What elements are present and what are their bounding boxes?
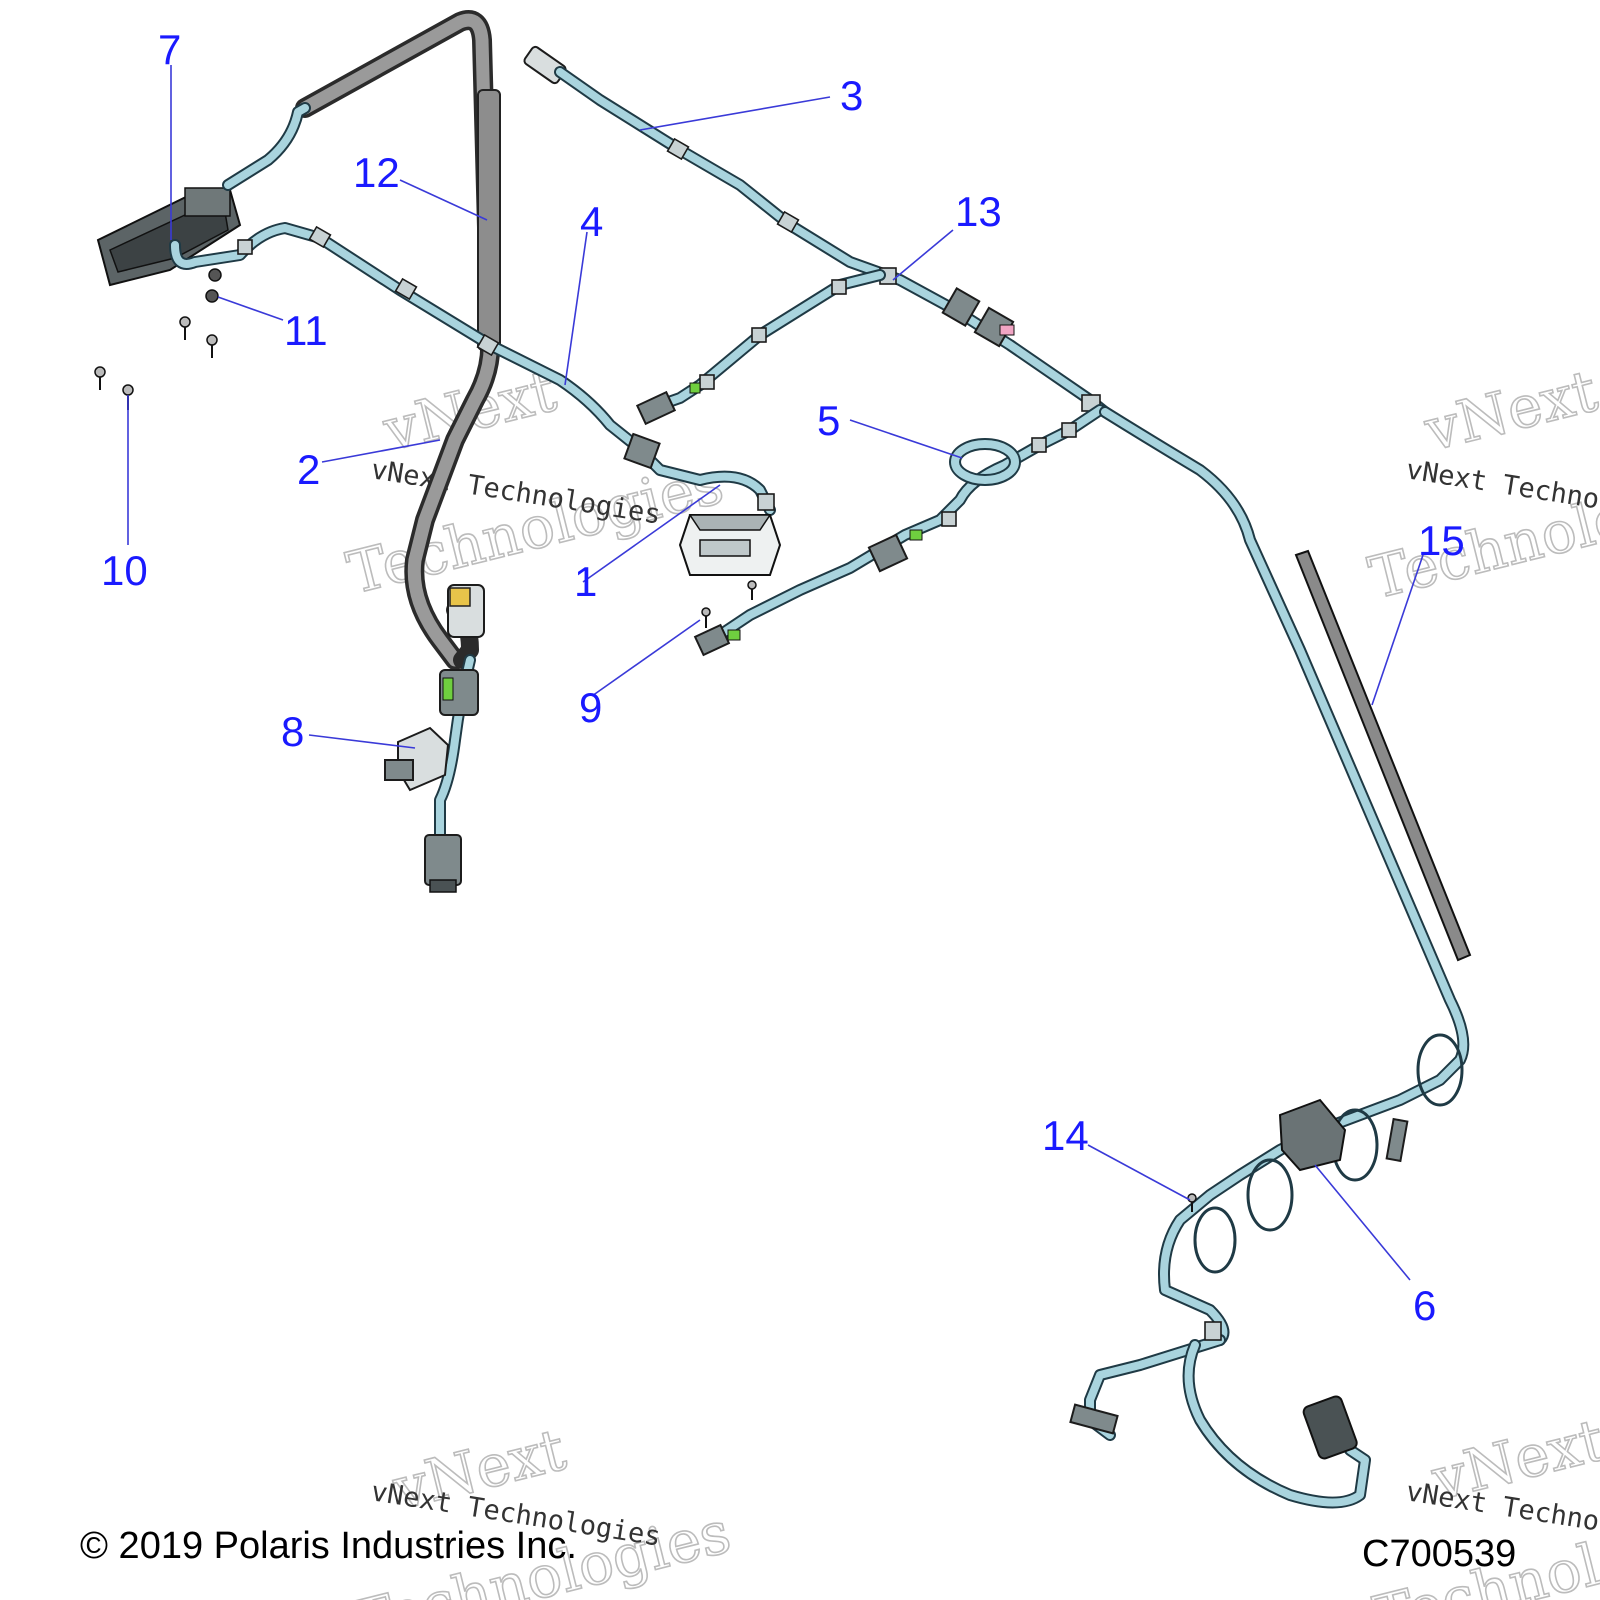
callout-9: 9 [579, 684, 602, 731]
part-15-strip [1294, 549, 1472, 962]
callout-7: 7 [158, 26, 181, 73]
fasteners [94, 268, 1197, 1212]
nut-icon [208, 268, 222, 282]
callout-2: 2 [297, 446, 320, 493]
part-6-main-harness [1069, 406, 1470, 1509]
callout-3: 3 [840, 72, 863, 119]
screw-icon [206, 334, 218, 358]
callout-12: 12 [353, 149, 400, 196]
part-5-coil-branch [693, 404, 1106, 657]
watermark-brand: vNext [1417, 356, 1600, 464]
screw-icon [701, 607, 711, 628]
callout-10: 10 [101, 547, 148, 594]
callout-5: 5 [817, 397, 840, 444]
copyright-text: © 2019 Polaris Industries Inc. [80, 1525, 577, 1567]
part-4-harness [169, 222, 776, 516]
screw-icon [94, 366, 106, 390]
callout-6: 6 [1413, 1282, 1436, 1329]
footer: © 2019 Polaris Industries Inc. C700539 [80, 1525, 1516, 1575]
part-2-connector [446, 584, 485, 669]
callout-14: 14 [1042, 1112, 1089, 1159]
callout-1: 1 [574, 558, 597, 605]
screw-icon [747, 580, 757, 600]
figure-id: C700539 [1362, 1533, 1516, 1575]
callout-15: 15 [1418, 517, 1465, 564]
leader-lines [127, 65, 1424, 1281]
callouts: 1 2 3 4 5 6 7 8 9 10 11 12 13 14 15 [101, 26, 1465, 1329]
part-3-harness [523, 45, 1111, 418]
screw-icon [179, 316, 191, 340]
callout-13: 13 [955, 188, 1002, 235]
part-13-branch [635, 269, 886, 426]
callout-4: 4 [580, 198, 603, 245]
nut-icon [205, 289, 219, 303]
harness-upper-left [222, 102, 311, 191]
part-12-grey-tube [295, 10, 501, 670]
callout-11: 11 [284, 307, 328, 354]
part-7-bracket [96, 187, 242, 287]
part-1-module [678, 514, 782, 576]
callout-8: 8 [281, 708, 304, 755]
part-8-cluster [384, 654, 479, 893]
